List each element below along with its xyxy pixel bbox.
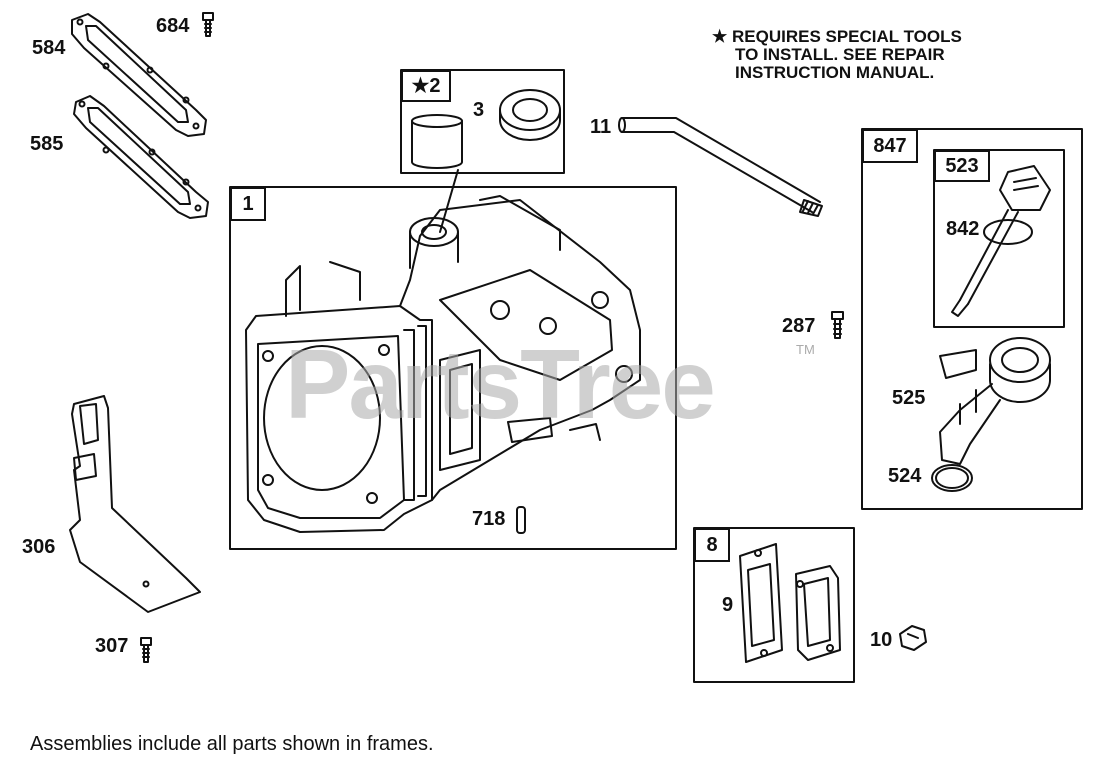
note-line-1: REQUIRES SPECIAL TOOLS (731, 27, 962, 46)
part-label-524: 524 (888, 465, 922, 487)
special-tools-note: ★ REQUIRES SPECIAL TOOLS TO INSTALL. SEE… (712, 28, 962, 82)
watermark: PartsTree (285, 329, 716, 439)
part-label-684: 684 (156, 15, 190, 37)
oil-fill-tube-525-icon (939, 337, 1051, 465)
star-icon: ★ (712, 27, 728, 46)
dowel-pin-718-icon (516, 506, 526, 534)
frame-2-label: ★2 (401, 70, 451, 102)
part-label-585: 585 (30, 133, 64, 155)
part-label-11: 11 (590, 116, 612, 138)
engine-cylinder-block-icon (245, 195, 641, 533)
screw-10-icon (899, 625, 927, 651)
frame-1-label: 1 (230, 187, 266, 221)
frame-8-label: 8 (694, 528, 730, 562)
frame-8 (693, 527, 855, 683)
part-label-9: 9 (722, 594, 734, 616)
seal-3-icon (499, 89, 561, 141)
frame-1 (229, 186, 677, 550)
gasket-585-icon (73, 95, 209, 219)
part-label-525: 525 (892, 387, 926, 409)
bushing-icon (411, 114, 463, 169)
baffle-306-icon (69, 395, 201, 613)
part-label-307: 307 (95, 635, 129, 657)
o-ring-524-icon (931, 464, 973, 492)
frame-523-label: 523 (934, 150, 990, 182)
part-label-718: 718 (472, 508, 506, 530)
oil-fill-tube-icon (618, 117, 823, 217)
gasket-584-icon (71, 13, 207, 137)
part-label-3: 3 (473, 99, 485, 121)
watermark-trademark: TM (796, 342, 815, 357)
frame-2 (400, 69, 565, 174)
frame-847 (861, 128, 1083, 510)
screw-287-icon (831, 311, 844, 339)
assemblies-footnote: Assemblies include all parts shown in fr… (30, 733, 434, 755)
dipstick-icon (951, 165, 1051, 317)
frame-523 (933, 149, 1065, 328)
note-line-3: INSTRUCTION MANUAL. (735, 63, 935, 82)
frame-847-label: 847 (862, 129, 918, 163)
part-label-584: 584 (32, 37, 66, 59)
part-label-842: 842 (946, 218, 980, 240)
screw-307-icon (140, 637, 152, 663)
screw-684-icon (202, 12, 214, 37)
part-label-10: 10 (870, 629, 893, 651)
note-line-2: TO INSTALL. SEE REPAIR (735, 45, 945, 64)
part-label-287: 287 (782, 315, 816, 337)
gasket-9-icon (739, 543, 783, 663)
breather-cover-icon (795, 565, 841, 661)
part-label-306: 306 (22, 536, 56, 558)
